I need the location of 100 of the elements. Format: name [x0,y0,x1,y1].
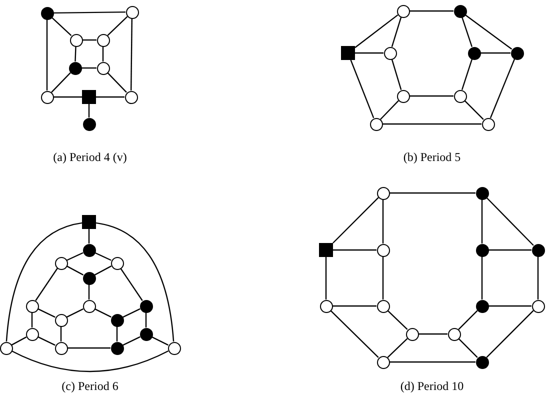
subfigure-caption: (a) Period 4 (v) [53,150,127,165]
graph-vertex [476,356,488,368]
subfigure-caption: (d) Period 10 [400,379,464,394]
graph-edge [94,266,112,276]
graph-edge [116,326,118,342]
graph-edge [458,310,478,330]
graph-vertex [40,90,54,104]
graph-vertex [468,46,480,60]
graph-edge [418,333,448,335]
square-vertex [319,243,333,257]
graph-edge [82,39,96,41]
graph-edge [458,338,478,358]
graph-edge [51,72,71,93]
graph-edge [88,229,90,244]
graph-edge [130,18,133,90]
graph-edge [380,100,399,120]
graph-edge [38,308,56,318]
graph-vertex [476,300,488,312]
graph-vertex [396,4,410,18]
graph-vertex [0,342,12,354]
graph-edge [107,72,127,93]
graph-edge [96,96,124,98]
graph-vertex [68,62,82,74]
graph-vertex [532,244,544,256]
graph-edge [122,336,140,346]
square-vertex [82,90,96,104]
graph-vertex [110,342,124,354]
graph-vertex [370,118,382,130]
graph-vertex [124,90,138,104]
graph-edge [354,14,398,48]
square-vertex [341,46,355,60]
graph-edge [94,308,112,318]
graph-edge [382,123,482,125]
graph-edge [387,310,408,330]
graph-edge [382,200,384,244]
graph-vertex [54,314,68,326]
graph-edge [54,96,82,98]
graph-edge [88,104,90,118]
square-vertex [82,215,96,229]
graph-vertex [376,356,390,368]
graph-vertex [510,46,524,60]
graph-vertex [448,328,460,340]
graph-edge [488,249,532,251]
graph-vertex [376,300,390,312]
graph-edge [461,59,473,90]
graph-vertex [70,34,82,46]
graph-edge [332,305,376,307]
graph-vertex [168,342,180,354]
graph-edge [51,16,72,36]
graph-edge [350,60,374,118]
graph-vertex [406,328,418,340]
graph-edge [391,59,402,90]
graph-vertex [110,314,124,326]
graph-edge [486,197,534,246]
graph-vertex [82,300,96,312]
graph-edge [355,52,384,54]
graph-edge [332,197,379,244]
graph-vertex [376,186,390,200]
graph-vertex [140,328,152,340]
graph-edge [120,268,143,301]
graph-edge [54,11,126,14]
graph-vertex [110,256,124,270]
graph-edge [410,95,454,97]
graph-edge [152,336,168,346]
subfigure-caption: (c) Period 6 [62,379,118,394]
graph-vertex [40,6,54,20]
graph-vertex [82,272,96,284]
graph-vertex [476,186,488,200]
graph-vertex [454,90,466,102]
graph-edge [461,16,473,48]
graph-edge [481,200,483,244]
graph-vertex [82,244,96,256]
graph-edge [11,336,27,346]
graph-edge [96,222,174,342]
graph-edge [391,17,402,47]
graph-edge [481,256,483,300]
graph-edge [31,312,33,328]
graph-edge [464,100,484,120]
graph-vertex [82,118,96,130]
graph-vertex [26,328,38,340]
graph-vertex [476,244,488,256]
graph-edge [66,266,84,276]
graph-edge [107,16,128,36]
graph-edge [390,192,476,194]
graph-vertex [140,300,152,312]
graph-edge [6,222,82,342]
graph-vertex [482,118,494,130]
graph-edge [60,326,62,342]
graph-edge [480,52,510,54]
graph-edge [66,252,84,261]
graph-vertex [532,300,544,312]
graph-vertex [320,300,332,312]
graph-edge [490,58,516,118]
graph-edge [102,46,104,62]
graph-edge [387,338,408,358]
graph-vertex [96,34,110,46]
graph-vertex [54,342,68,354]
graph-edge [145,312,147,328]
graph-edge [330,310,379,358]
graph-edge [38,336,56,346]
